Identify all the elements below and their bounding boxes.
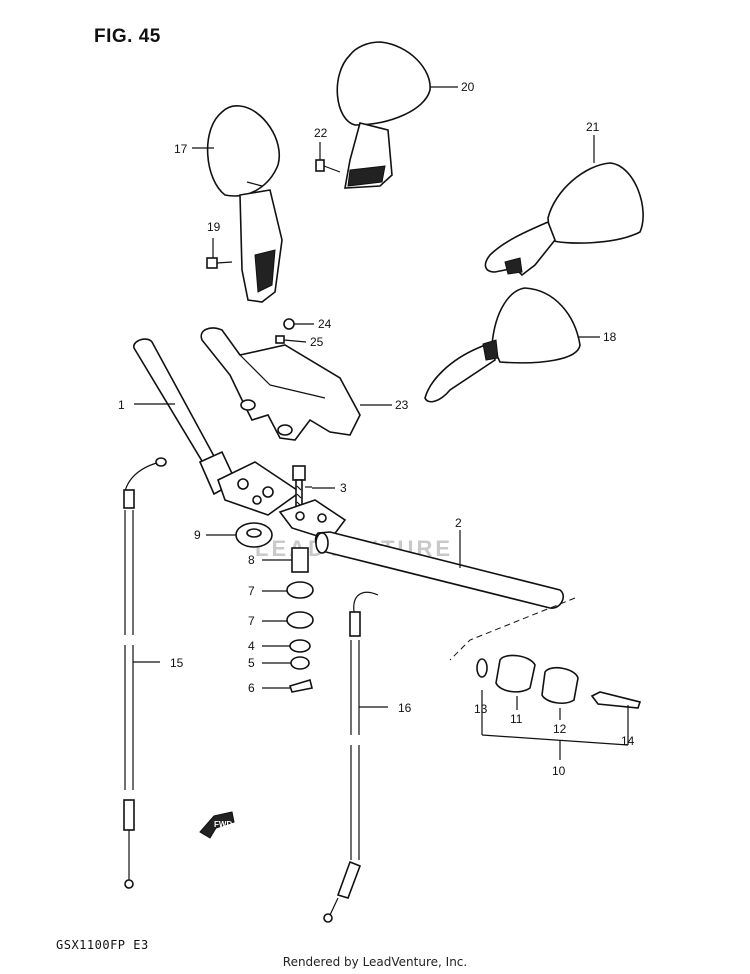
screw-19 [206,257,233,269]
handlebar-holder-23 [200,327,361,441]
handlebar-left-1 [133,338,302,516]
part-label-25: 25 [310,335,324,349]
part-label-14: 14 [621,734,635,748]
washer-4 [262,639,311,653]
mirror-18 [424,287,581,403]
mirror-17 [206,105,283,303]
part-label-15: 15 [170,656,184,670]
mirror-20 [336,41,431,189]
footer-credit: Rendered by LeadVenture, Inc. [282,955,468,969]
part-label-4: 4 [248,639,255,653]
screw-22 [315,159,341,173]
cushion-7b [262,611,314,629]
part-label-7a: 7 [248,584,255,598]
handlebar-right-2 [278,499,565,609]
part-label-1: 1 [118,398,125,412]
part-label-2: 2 [455,516,462,530]
part-label-12: 12 [553,722,567,736]
part-label-24: 24 [318,317,332,331]
model-code: GSX1100FP E3 [56,938,149,952]
mirror-21 [484,162,644,277]
collar-8 [262,547,309,573]
bolt-24 [283,318,314,330]
cable-16 [323,591,388,923]
part-label-9: 9 [194,528,201,542]
part-label-7b: 7 [248,614,255,628]
part-label-19: 19 [207,220,221,234]
figure-title: FIG. 45 [94,26,161,47]
nut-25 [275,335,307,344]
leader-lines [134,86,600,568]
part-label-17: 17 [174,142,188,156]
nut-5 [262,656,310,670]
cushion-7a [262,581,314,599]
part-label-10: 10 [552,764,566,778]
part-label-20: 20 [461,80,475,94]
part-label-6: 6 [248,681,255,695]
bolt-3 [292,465,312,521]
part-label-21: 21 [586,120,600,134]
cable-15 [123,457,167,889]
part-label-11: 11 [510,712,523,726]
part-label-18: 18 [603,330,617,344]
fwd-arrow-icon: FWD [199,811,235,839]
balancer-group-10 [449,597,642,760]
part-label-3: 3 [340,481,347,495]
part-label-8: 8 [248,553,255,567]
fwd-label: FWD [214,820,232,829]
part-label-22: 22 [314,126,328,140]
pin-6 [262,678,313,693]
part-label-23: 23 [395,398,409,412]
part-label-13: 13 [474,702,488,716]
ring-9 [206,522,273,548]
part-label-5: 5 [248,656,255,670]
part-label-16: 16 [398,701,412,715]
